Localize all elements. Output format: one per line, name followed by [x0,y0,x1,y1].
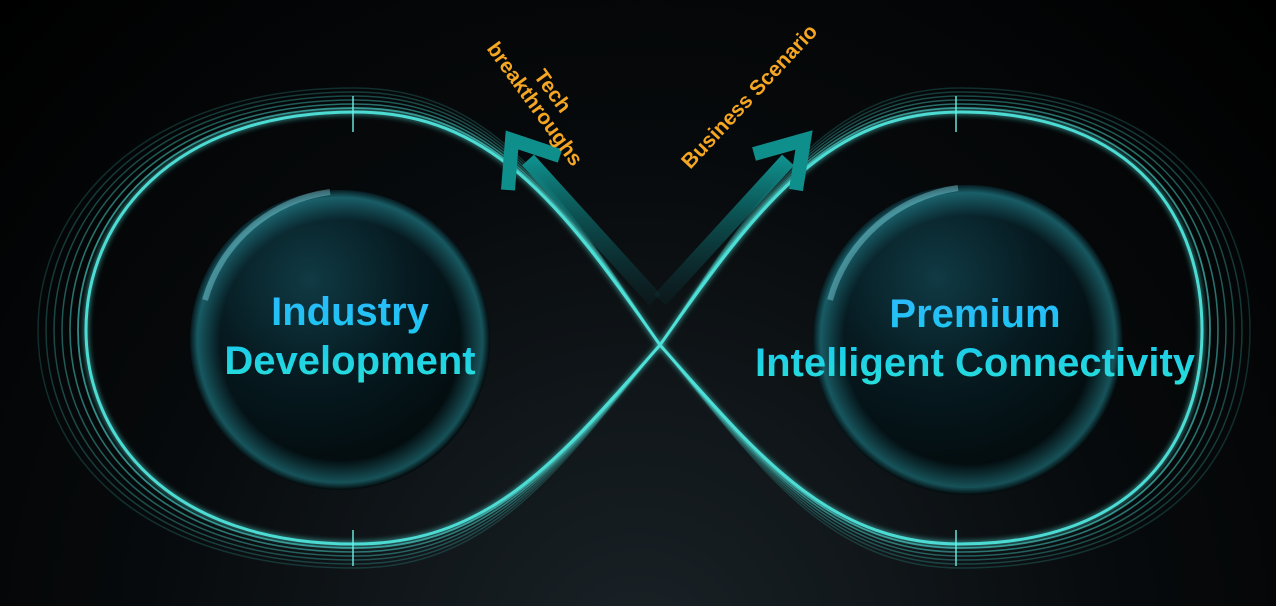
premium-connectivity-line1: Premium [889,292,1061,336]
industry-development-label: Industry Development [200,288,500,386]
premium-connectivity-label: Premium Intelligent Connectivity [740,290,1210,388]
ring-ticks [352,96,957,566]
premium-connectivity-line2: Intelligent Connectivity [754,340,1196,385]
business-arrow [654,130,813,306]
tech-arrow [501,130,661,306]
left-sphere [190,189,490,490]
right-sphere [813,185,1123,495]
industry-development-line1: Industry [271,290,429,334]
industry-development-line2: Development [224,338,476,383]
left-loop-rings [37,87,662,569]
right-loop-rings [658,87,1251,569]
